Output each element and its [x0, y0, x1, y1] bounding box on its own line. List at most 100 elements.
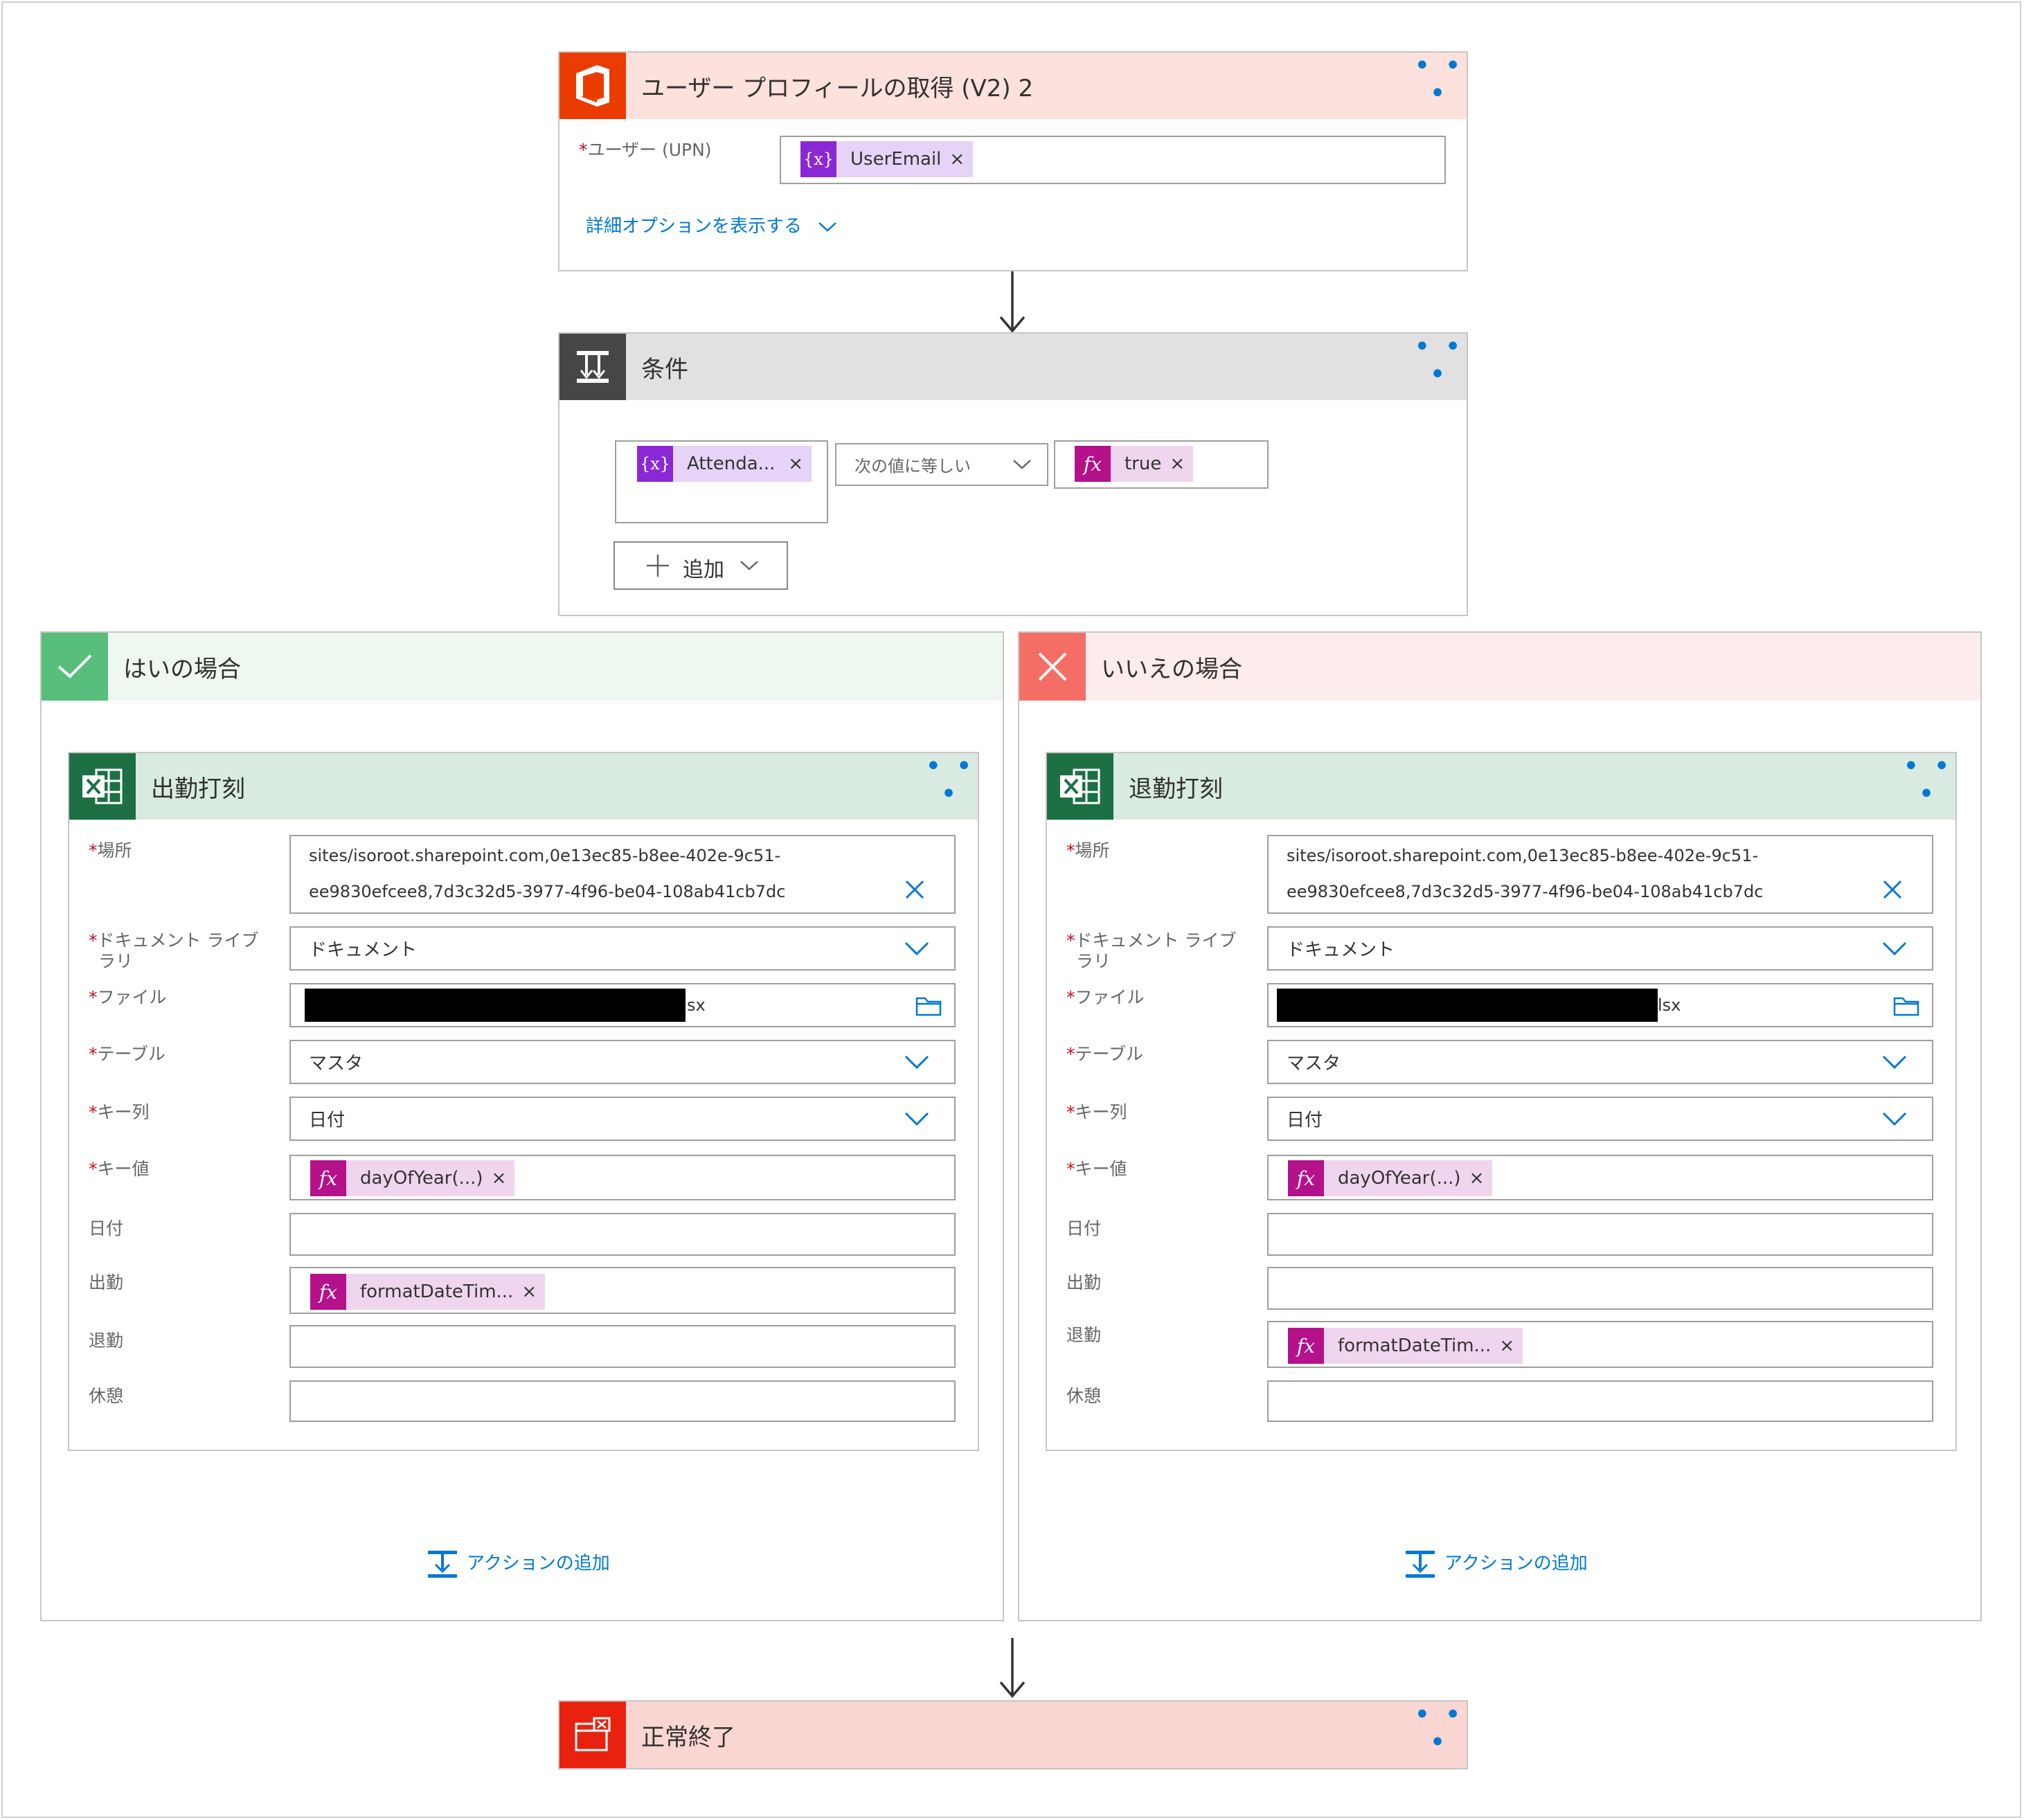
get-profile-header[interactable]: ユーザー プロフィールの取得 (V2) 2 • • • [559, 50, 1467, 119]
break-input[interactable] [1267, 1380, 1933, 1422]
checkout-menu-button[interactable]: • • • [1903, 750, 1953, 810]
redacted-filename [305, 989, 686, 1022]
show-advanced-options-link[interactable]: 詳細オプションを表示する [586, 212, 838, 237]
dayofyear-token[interactable]: fx dayOfYear(...) × [310, 1160, 515, 1196]
table-dropdown[interactable]: マスタ [1267, 1040, 1933, 1084]
chevron-down-icon [904, 1112, 929, 1126]
add-action-link-yes[interactable]: アクションの追加 [427, 1548, 610, 1580]
clear-icon[interactable] [1882, 879, 1903, 900]
key-column-label: *キー列 [89, 1102, 150, 1122]
chevron-down-icon [904, 941, 929, 956]
chevron-down-icon [1882, 1112, 1907, 1126]
add-action-link-no[interactable]: アクションの追加 [1404, 1548, 1588, 1580]
folder-icon[interactable] [915, 995, 942, 1016]
checkout-action-header[interactable]: 退勤打刻 • • • [1047, 753, 1955, 820]
document-library-dropdown[interactable]: ドキュメント [1267, 926, 1933, 971]
function-icon: fx [1075, 446, 1111, 482]
terminate-icon [559, 1702, 626, 1768]
chevron-down-icon [1882, 941, 1907, 956]
date-input[interactable] [1267, 1213, 1933, 1256]
true-token[interactable]: fx true × [1075, 446, 1194, 482]
operator-dropdown[interactable]: 次の値に等しい [835, 443, 1048, 486]
checkout-action-card[interactable]: 退勤打刻 • • • *場所 sites/isoroot.sharepoint.… [1046, 752, 1957, 1451]
get-profile-card[interactable]: ユーザー プロフィールの取得 (V2) 2 • • • *ユーザー (UPN) … [558, 51, 1468, 271]
get-profile-title: ユーザー プロフィールの取得 (V2) 2 [641, 74, 1034, 102]
excel-icon [69, 753, 136, 820]
terminate-title: 正常終了 [641, 1723, 735, 1751]
flow-arrow-2 [999, 1638, 1026, 1698]
variable-icon: {x} [800, 141, 836, 177]
clear-icon[interactable] [904, 879, 925, 900]
file-label: *ファイル [89, 987, 167, 1007]
break-label: 休憩 [1066, 1386, 1102, 1406]
remove-token-icon[interactable]: × [1499, 1335, 1515, 1356]
file-input[interactable]: sx [289, 983, 956, 1027]
date-input[interactable] [289, 1213, 956, 1256]
document-library-label: *ドキュメント ライブラリ [1066, 930, 1237, 971]
attendance-token[interactable]: {x} Attenda... × [637, 446, 812, 482]
document-library-dropdown[interactable]: ドキュメント [289, 926, 956, 971]
yes-branch-panel: はいの場合 出勤打刻 • • • *場所 [40, 631, 1004, 1621]
remove-token-icon[interactable]: × [521, 1281, 537, 1302]
file-input[interactable]: lsx [1267, 983, 1933, 1027]
table-label: *テーブル [89, 1044, 166, 1064]
remove-token-icon[interactable]: × [1469, 1168, 1485, 1189]
excel-icon [1047, 753, 1113, 820]
condition-header[interactable]: 条件 • • • [559, 331, 1467, 400]
add-action-icon [1406, 1551, 1435, 1578]
checkin-label: 出勤 [1066, 1272, 1102, 1292]
no-branch-header[interactable]: いいえの場合 [1019, 633, 1980, 701]
remove-token-icon[interactable]: × [1170, 453, 1185, 474]
checkin-action-title: 出勤打刻 [151, 775, 245, 803]
folder-icon[interactable] [1893, 995, 1919, 1016]
terminate-card[interactable]: 正常終了 • • • [558, 1700, 1468, 1769]
chevron-down-icon [1013, 460, 1031, 469]
no-branch-panel: いいえの場合 退勤打刻 • • • *場所 [1018, 631, 1982, 1621]
check-icon [42, 633, 108, 701]
flow-arrow-1 [999, 271, 1026, 333]
chevron-down-icon [1882, 1055, 1907, 1070]
checkin-action-card[interactable]: 出勤打刻 • • • *場所 sites/isoroot.sharepoint.… [68, 752, 979, 1451]
formatdatetime-token[interactable]: fx formatDateTim... × [310, 1274, 546, 1310]
key-column-dropdown[interactable]: 日付 [289, 1097, 956, 1141]
remove-token-icon[interactable]: × [788, 453, 803, 474]
office-icon [559, 53, 626, 119]
break-input[interactable] [289, 1380, 956, 1422]
checkout-input[interactable] [289, 1325, 956, 1368]
checkout-label: 退勤 [89, 1331, 124, 1351]
terminate-menu-button[interactable]: • • • [1414, 1699, 1464, 1758]
add-condition-button[interactable]: 追加 [614, 541, 788, 590]
checkin-label: 出勤 [89, 1272, 124, 1292]
break-label: 休憩 [89, 1386, 124, 1406]
no-branch-title: いいえの場合 [1101, 655, 1242, 683]
function-icon: fx [1288, 1160, 1324, 1196]
x-icon [1019, 633, 1086, 701]
formatdatetime-token[interactable]: fx formatDateTim... × [1288, 1328, 1523, 1364]
date-label: 日付 [89, 1218, 124, 1238]
condition-menu-button[interactable]: • • • [1414, 331, 1464, 390]
chevron-down-icon [904, 1055, 929, 1070]
checkin-action-header[interactable]: 出勤打刻 • • • [69, 753, 978, 820]
checkin-menu-button[interactable]: • • • [925, 750, 975, 810]
terminate-header[interactable]: 正常終了 • • • [559, 1699, 1467, 1768]
remove-token-icon[interactable]: × [949, 149, 965, 170]
location-input[interactable]: sites/isoroot.sharepoint.com,0e13ec85-b8… [1267, 835, 1933, 914]
dayofyear-token[interactable]: fx dayOfYear(...) × [1288, 1160, 1493, 1196]
remove-token-icon[interactable]: × [491, 1168, 507, 1189]
checkin-input[interactable] [1267, 1267, 1933, 1310]
condition-title: 条件 [641, 355, 688, 384]
key-column-dropdown[interactable]: 日付 [1267, 1097, 1933, 1141]
checkout-action-title: 退勤打刻 [1129, 775, 1223, 803]
document-library-label: *ドキュメント ライブラリ [89, 930, 259, 971]
function-icon: fx [310, 1274, 346, 1310]
get-profile-menu-button[interactable]: • • • [1414, 50, 1464, 109]
plus-icon [647, 555, 669, 577]
location-input[interactable]: sites/isoroot.sharepoint.com,0e13ec85-b8… [289, 835, 956, 914]
useremail-token[interactable]: {x} UserEmail × [800, 141, 974, 177]
redacted-filename [1277, 989, 1658, 1022]
table-dropdown[interactable]: マスタ [289, 1040, 956, 1084]
yes-branch-header[interactable]: はいの場合 [42, 633, 1003, 701]
location-label: *場所 [89, 840, 132, 861]
condition-card[interactable]: 条件 • • • {x} Attenda... × 次の値に等しい fx tru… [558, 332, 1468, 616]
condition-icon [559, 334, 626, 400]
